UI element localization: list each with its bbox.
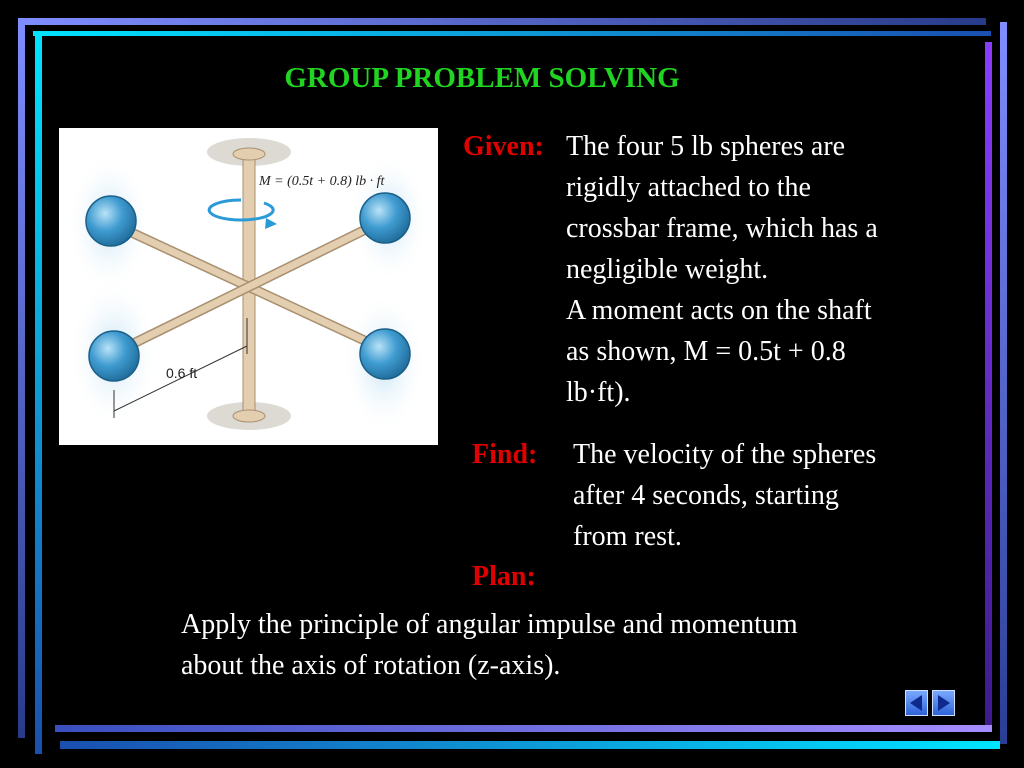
given-line: as shown, M = 0.5t + 0.8 (566, 336, 846, 367)
frame-bar-bottom-outer (60, 741, 1000, 749)
frame-bar-right-outer (1000, 22, 1007, 744)
shaft-top-cap (232, 147, 266, 161)
sphere (359, 328, 411, 380)
frame-bar-top-inner (33, 31, 991, 36)
figure-panel: M = (0.5t + 0.8) lb · ft 0.6 ft (59, 128, 438, 445)
rotation-arrow (207, 198, 275, 222)
frame-bar-left-outer (18, 18, 25, 738)
frame-bar-top-outer (18, 18, 986, 25)
frame-bar-left-inner (35, 31, 42, 754)
given-line: lb·ft). (566, 377, 631, 408)
previous-slide-button[interactable] (905, 690, 928, 716)
plan-line: about the axis of rotation (z-axis). (181, 650, 561, 681)
given-label: Given: (463, 131, 544, 162)
given-text: The four 5 lb spheres are rigidly attach… (566, 126, 878, 413)
dimension-line (113, 345, 248, 412)
shaft-bottom-cap (232, 409, 266, 423)
given-line: The four 5 lb spheres are (566, 131, 846, 162)
moment-label: M = (0.5t + 0.8) lb · ft (258, 174, 386, 189)
plan-label: Plan: (472, 561, 536, 592)
triangle-right-icon (938, 695, 950, 711)
plan-line: Apply the principle of angular impulse a… (181, 609, 798, 640)
sphere (88, 330, 140, 382)
crossbar-figure: M = (0.5t + 0.8) lb · ft 0.6 ft (67, 138, 429, 433)
frame-bar-bottom-inner (55, 725, 992, 732)
given-line: rigidly attached to the (566, 172, 811, 203)
dimension-label: 0.6 ft (166, 365, 197, 381)
given-line: negligible weight. (566, 254, 769, 285)
next-slide-button[interactable] (932, 690, 955, 716)
find-line: from rest. (573, 521, 682, 552)
sphere (359, 192, 411, 244)
rotation-arrow-head (265, 218, 277, 229)
sphere (85, 195, 137, 247)
triangle-left-icon (910, 695, 922, 711)
given-line: crossbar frame, which has a (566, 213, 878, 244)
find-text: The velocity of the spheres after 4 seco… (573, 434, 876, 557)
crossbar (112, 214, 391, 357)
find-label: Find: (472, 439, 538, 470)
plan-text: Apply the principle of angular impulse a… (181, 604, 798, 686)
find-line: The velocity of the spheres (573, 439, 877, 470)
frame-bar-right-inner (985, 42, 992, 732)
given-line: A moment acts on the shaft (566, 295, 872, 326)
find-line: after 4 seconds, starting (573, 480, 839, 511)
slide-title: GROUP PROBLEM SOLVING (284, 62, 680, 94)
